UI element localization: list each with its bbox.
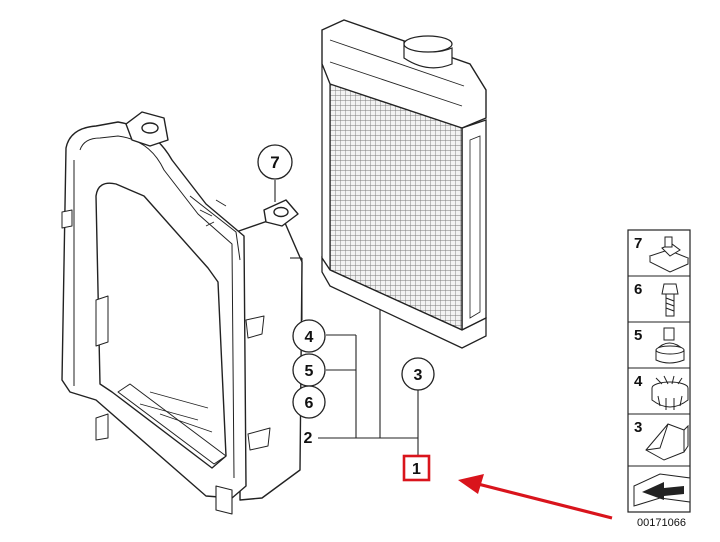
callout-7: 7 [257,144,293,180]
document-number: 00171066 [637,517,686,529]
red-arrow [458,474,613,520]
clip-nut-icon [648,236,690,273]
callout-6: 6 [292,385,326,419]
legend-number-6: 6 [634,281,642,298]
legend-number-4: 4 [634,373,643,390]
rubber-mount-icon [655,327,685,364]
bracket-clip-icon [645,423,689,461]
screw-icon [661,283,679,317]
callout-2: 2 [304,430,313,447]
callout-3: 3 [401,357,435,391]
parts-legend: 7 6 5 4 3 [627,229,691,529]
callout-3-label: 3 [414,367,423,384]
leader-lines [274,180,419,456]
mounting-frame [61,111,303,515]
heater-core [321,19,487,349]
callout-5: 5 [292,353,326,387]
callout-1-label: 1 [412,461,421,478]
callout-1-highlight: 1 [402,454,431,482]
arrow-sign-icon [633,473,691,507]
callout-4-label: 4 [305,329,314,346]
callout-5-label: 5 [305,363,314,380]
expanding-nut-icon [651,375,689,410]
legend-number-7: 7 [634,235,642,252]
callout-6-label: 6 [305,395,314,412]
callout-7-label: 7 [270,153,279,172]
legend-number-5: 5 [634,327,642,344]
callout-2-label: 2 [304,430,313,447]
callout-4: 4 [292,319,326,353]
legend-number-3: 3 [634,419,642,436]
